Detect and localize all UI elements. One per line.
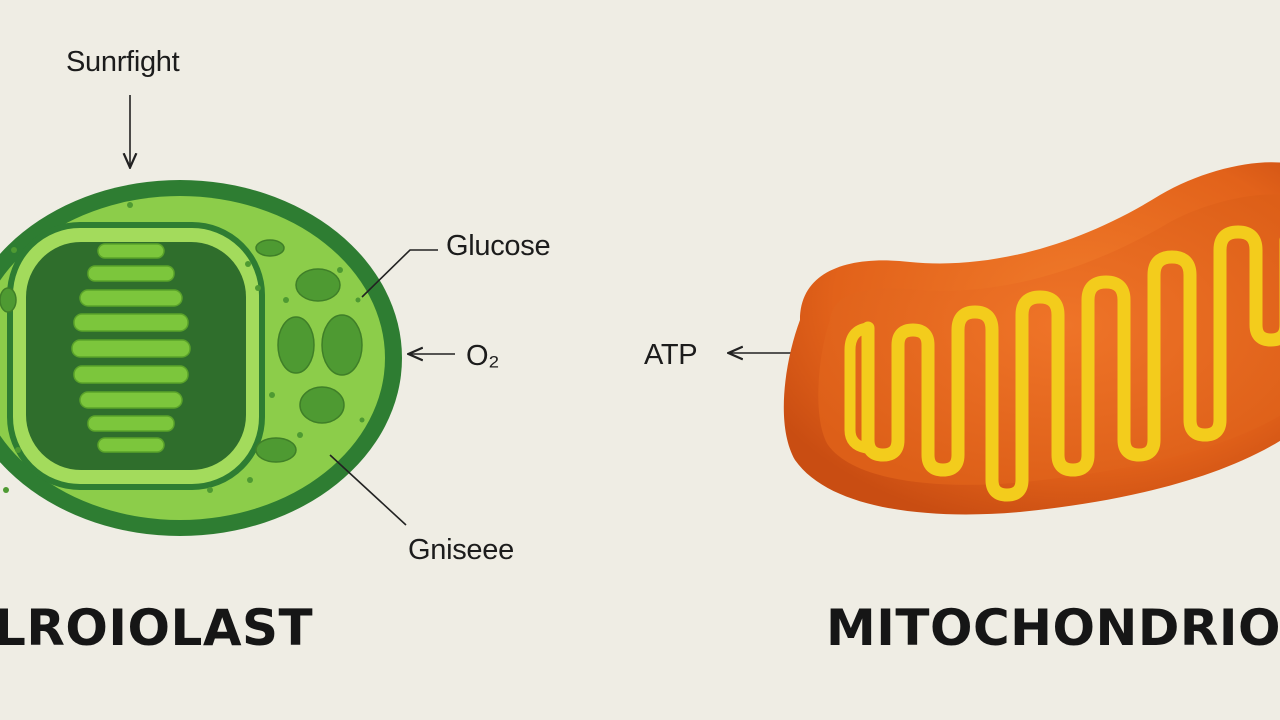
chloroplast-title: LROIOLAST [0, 599, 314, 657]
cristae-inner-fold [844, 322, 874, 454]
stroma-specks [3, 202, 365, 493]
mitochondrion-inner-space [818, 194, 1280, 485]
chloroplast [0, 180, 402, 536]
mitochondrion [783, 162, 1280, 515]
sunlight-label: Sunrfight [66, 46, 180, 78]
glucose-leader [361, 249, 438, 298]
gniseee-label: Gniseee [408, 534, 514, 566]
mitochondrion-title: MITOCHONDRION [826, 599, 1280, 657]
cristae [861, 225, 1280, 502]
atp-label: ATP [644, 339, 698, 371]
granules [0, 239, 363, 463]
thylakoid-stack [71, 243, 191, 453]
glucose-label: Glucose [446, 230, 551, 262]
gniseee-leader [329, 454, 407, 526]
oxygen-label: O₂ [466, 340, 500, 372]
